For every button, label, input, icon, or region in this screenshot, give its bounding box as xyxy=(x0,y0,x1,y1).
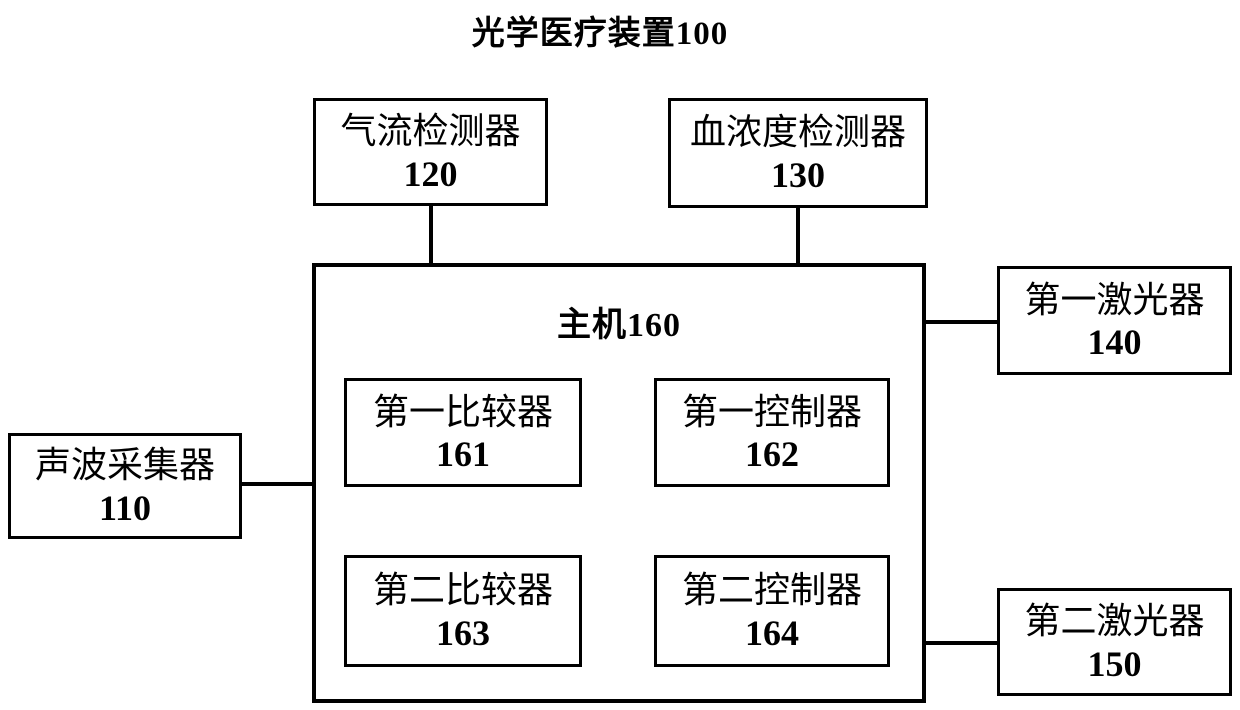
second-controller-number: 164 xyxy=(745,612,799,653)
airflow-detector-label: 气流检测器 xyxy=(340,111,521,152)
box-first-laser: 第一激光器 140 xyxy=(997,266,1232,375)
connector-host-to-first-laser xyxy=(924,320,998,324)
box-sound-wave-collector: 声波采集器 110 xyxy=(8,433,242,539)
second-comparator-label: 第二比较器 xyxy=(372,570,553,611)
sound-wave-collector-label: 声波采集器 xyxy=(34,445,215,486)
first-comparator-label: 第一比较器 xyxy=(372,391,553,432)
second-laser-number: 150 xyxy=(1087,643,1142,684)
second-laser-label: 第二激光器 xyxy=(1024,601,1205,642)
second-comparator-number: 163 xyxy=(436,612,490,653)
box-first-comparator: 第一比较器 161 xyxy=(344,378,582,487)
first-controller-number: 162 xyxy=(745,434,799,475)
blood-concentration-detector-label: 血浓度检测器 xyxy=(689,112,906,153)
first-controller-label: 第一控制器 xyxy=(681,391,862,432)
box-airflow-detector: 气流检测器 120 xyxy=(313,98,548,206)
box-host: 主机160 第一比较器 161 第一控制器 162 第二比较器 163 第二控制… xyxy=(312,263,926,703)
box-blood-concentration-detector: 血浓度检测器 130 xyxy=(668,98,928,208)
box-second-laser: 第二激光器 150 xyxy=(997,588,1232,696)
first-laser-label: 第一激光器 xyxy=(1024,279,1205,320)
second-controller-label: 第二控制器 xyxy=(681,570,862,611)
box-second-controller: 第二控制器 164 xyxy=(654,555,890,667)
first-comparator-number: 161 xyxy=(436,434,490,475)
connector-sound-to-host xyxy=(240,482,313,486)
blood-concentration-detector-number: 130 xyxy=(771,154,825,195)
box-second-comparator: 第二比较器 163 xyxy=(344,555,582,667)
host-label: 主机160 xyxy=(557,307,681,344)
connector-host-to-second-laser xyxy=(924,641,998,645)
connector-blood-to-host xyxy=(796,205,800,264)
box-first-controller: 第一控制器 162 xyxy=(654,378,890,487)
connector-airflow-to-host xyxy=(429,204,433,264)
diagram-title: 光学医疗装置100 xyxy=(471,16,729,52)
airflow-detector-number: 120 xyxy=(403,153,458,194)
first-laser-number: 140 xyxy=(1087,322,1142,363)
sound-wave-collector-number: 110 xyxy=(98,487,151,528)
